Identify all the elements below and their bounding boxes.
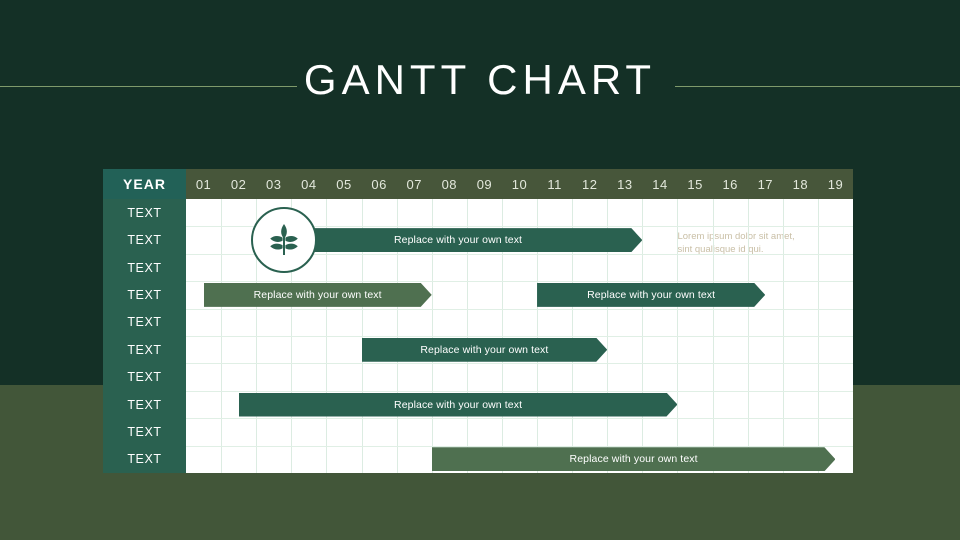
grid-hline [186, 309, 853, 310]
row-label-6: TEXT [127, 342, 162, 357]
month-header-09: 09 [476, 176, 493, 192]
row-label-9: TEXT [127, 424, 162, 439]
title-area: GANTT CHART [0, 52, 960, 114]
grid-hline [186, 226, 853, 227]
title-divider-left [0, 86, 297, 87]
page-title: GANTT CHART [303, 56, 657, 103]
gantt-chart: YEAR 01 02 03 04 05 06 07 08 09 10 11 12 13 14 15 16 17 1… [103, 169, 853, 473]
month-header-11: 11 [547, 176, 562, 192]
month-header-14: 14 [652, 176, 668, 192]
month-header-01: 01 [195, 176, 212, 192]
year-header-cell: YEAR [103, 169, 186, 199]
month-header-02: 02 [230, 176, 247, 192]
gantt-bar[interactable]: Replace with your own text [239, 393, 678, 417]
row-label-1: TEXT [127, 205, 162, 220]
grid-hline [186, 418, 853, 419]
gantt-bar[interactable]: Replace with your own text [362, 338, 608, 362]
gantt-header-row: YEAR 01 02 03 04 05 06 07 08 09 10 11 12 13 14 15 16 17 1… [103, 169, 853, 199]
month-header-12: 12 [582, 176, 598, 192]
gantt-bar[interactable]: Replace with your own text [537, 283, 765, 307]
grid-hline [186, 363, 853, 364]
month-header-13: 13 [617, 176, 633, 192]
gantt-body: TEXT TEXT TEXT TEXT TEXT TEXT TEXT TEXT TEXT TEXT [103, 199, 853, 473]
month-header-19: 19 [827, 176, 844, 192]
row-label-8: TEXT [127, 397, 162, 412]
gantt-bar[interactable]: Replace with your own text [274, 228, 643, 252]
grid-hline [186, 254, 853, 255]
gantt-plot-area: Lorem ipsum dolor sit amet, sint qualisq… [186, 199, 853, 473]
grid-hline [186, 391, 853, 392]
row-label-3: TEXT [127, 260, 162, 275]
gantt-bar[interactable]: Replace with your own text [432, 447, 836, 471]
annotation-text: Lorem ipsum dolor sit amet, sint qualisq… [677, 231, 794, 256]
month-header-10: 10 [511, 176, 528, 192]
row-label-5: TEXT [127, 315, 162, 330]
month-header-17: 17 [757, 176, 774, 192]
row-label-column: TEXT TEXT TEXT TEXT TEXT TEXT TEXT TEXT TEXT TEXT [103, 199, 186, 473]
row-label-4: TEXT [127, 287, 162, 302]
month-header-08: 08 [441, 176, 458, 192]
month-header-03: 03 [266, 176, 282, 192]
grid-hline [186, 281, 853, 282]
month-header-06: 06 [371, 176, 387, 192]
month-header-07: 07 [406, 176, 422, 192]
row-label-2: TEXT [127, 233, 162, 248]
grid-hline [186, 336, 853, 337]
month-header-18: 18 [792, 176, 809, 192]
month-header-15: 15 [687, 176, 703, 192]
month-header-04: 04 [301, 176, 317, 192]
leaf-icon [251, 207, 318, 274]
month-header-16: 16 [722, 176, 738, 192]
gantt-bar[interactable]: Replace with your own text [204, 283, 432, 307]
row-label-10: TEXT [127, 452, 162, 467]
month-header-05: 05 [336, 176, 352, 192]
grid-hline [186, 446, 853, 447]
title-divider-right [675, 86, 960, 87]
row-label-7: TEXT [127, 370, 162, 385]
month-header-strip: 01 02 03 04 05 06 07 08 09 10 11 12 13 14 15 16 17 18 19 [186, 169, 853, 199]
